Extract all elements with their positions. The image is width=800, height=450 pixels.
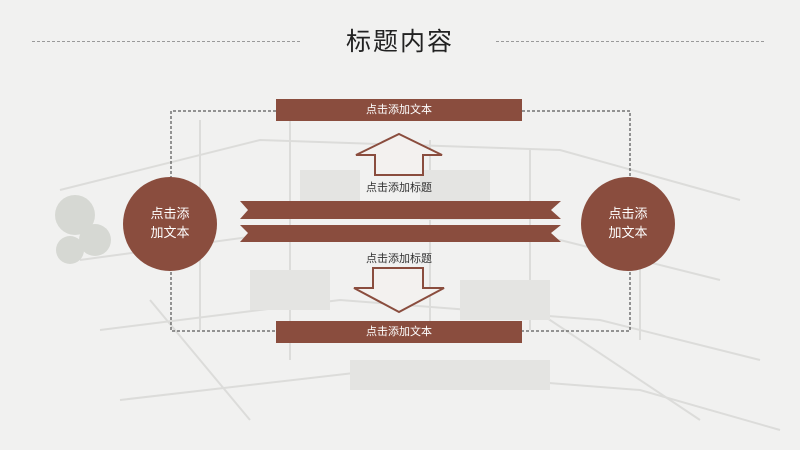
banner-top[interactable]: 点击添加文本 (276, 99, 522, 121)
circle-left-line2: 加文本 (150, 226, 190, 241)
circle-right-line2: 加文本 (608, 226, 648, 241)
circle-left-text: 点击添 加文本 (142, 205, 198, 243)
circle-right-text: 点击添 加文本 (600, 205, 656, 243)
caption-lower: 点击添加标题 (366, 252, 432, 265)
banner-bottom[interactable]: 点击添加文本 (276, 321, 522, 343)
caption-upper: 点击添加标题 (366, 181, 432, 194)
page-title: 标题内容 (345, 27, 454, 56)
circle-left[interactable]: 点击添 加文本 (123, 177, 217, 271)
title-divider-right (496, 41, 764, 42)
circle-right[interactable]: 点击添 加文本 (581, 177, 675, 271)
circle-right-line1: 点击添 (608, 207, 648, 222)
title-divider-left (32, 41, 300, 42)
circle-left-line1: 点击添 (150, 207, 190, 222)
